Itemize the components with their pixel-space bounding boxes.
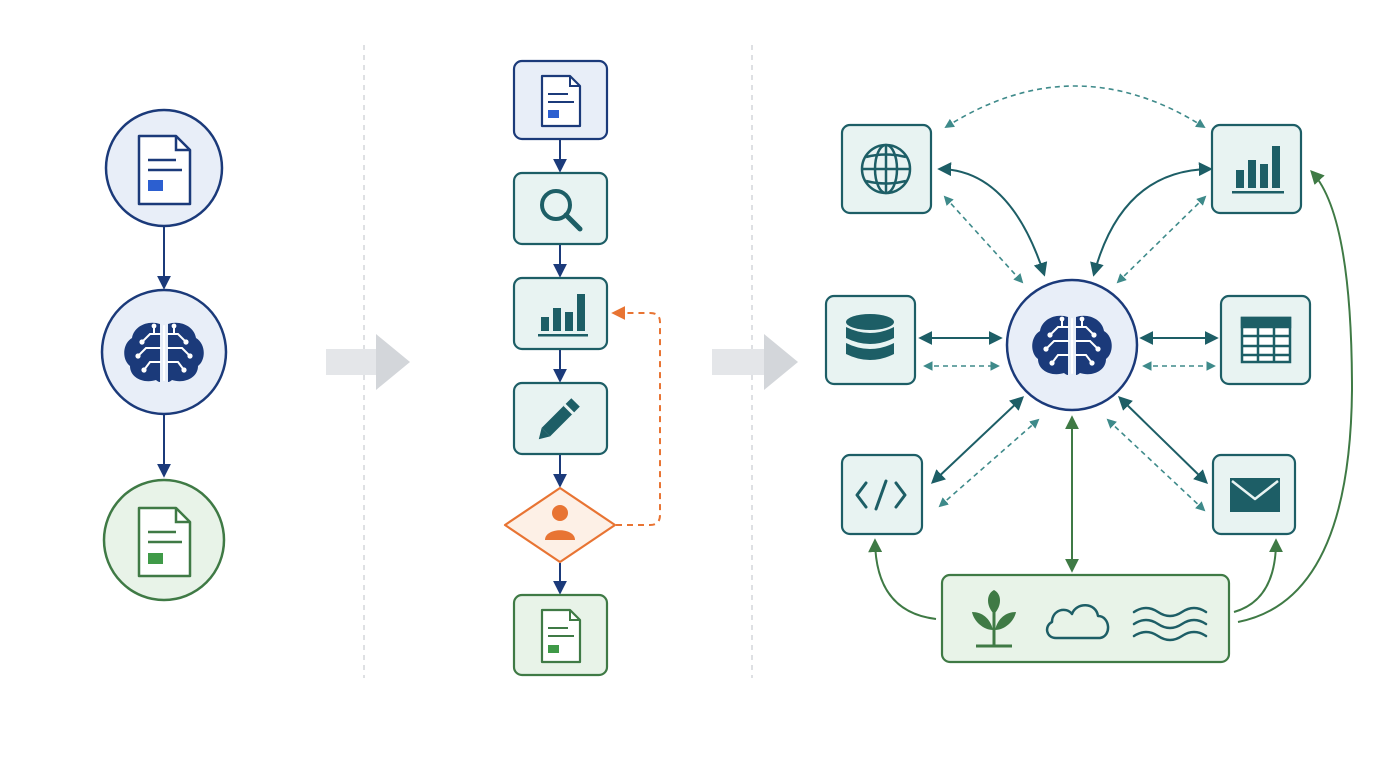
brain-icon — [123, 321, 205, 383]
document-icon — [137, 134, 192, 206]
search-step[interactable] — [512, 171, 609, 246]
analyze-step[interactable] — [512, 276, 609, 351]
code-tool-node[interactable] — [840, 453, 924, 536]
agent-connections — [868, 85, 1354, 623]
pencil-icon — [538, 398, 580, 440]
analytics-tool-node[interactable] — [1210, 123, 1303, 215]
input-document-node[interactable] — [104, 108, 224, 228]
human-review-decision[interactable] — [503, 486, 617, 564]
environment-node[interactable] — [940, 573, 1231, 664]
globe-icon — [860, 143, 912, 195]
person-icon — [545, 505, 575, 540]
spreadsheet-tool-node[interactable] — [1219, 294, 1312, 386]
output-document-node[interactable] — [102, 478, 226, 602]
workflow-input-document[interactable] — [512, 59, 609, 141]
web-tool-node[interactable] — [840, 123, 933, 215]
edit-step[interactable] — [512, 381, 609, 456]
envelope-icon — [1230, 478, 1280, 512]
table-icon — [1240, 316, 1292, 364]
llm-hub-node[interactable] — [1005, 278, 1139, 412]
transition-arrow-1 — [326, 334, 410, 390]
document-icon — [540, 74, 582, 128]
bar-chart-icon — [538, 294, 588, 337]
panel-agent — [824, 85, 1354, 664]
panel-workflow — [503, 59, 661, 677]
feedback-loop-arrow — [611, 306, 661, 526]
bar-chart-icon — [1232, 146, 1284, 194]
workflow-output-document[interactable] — [512, 593, 609, 677]
cloud-icon — [1045, 604, 1110, 640]
llm-node[interactable] — [100, 288, 228, 416]
code-icon — [855, 479, 907, 511]
document-icon — [137, 506, 192, 578]
panel-single-call — [100, 108, 228, 602]
email-tool-node[interactable] — [1211, 453, 1297, 536]
transition-arrow-2 — [712, 334, 798, 390]
plant-icon — [972, 590, 1016, 648]
magnifier-icon — [540, 189, 583, 232]
brain-icon — [1031, 314, 1113, 376]
database-tool-node[interactable] — [824, 294, 917, 386]
database-icon — [846, 314, 894, 360]
document-icon — [540, 608, 582, 664]
waves-icon — [1132, 606, 1208, 642]
